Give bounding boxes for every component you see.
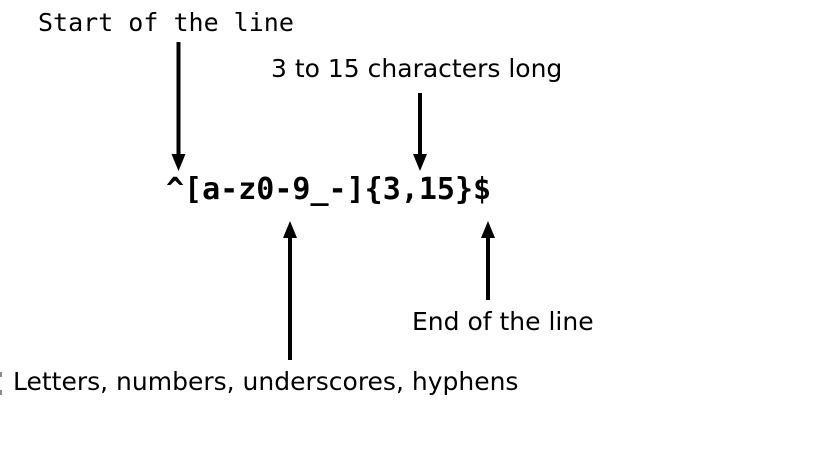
left-edge-clipped-glyph-fragment xyxy=(0,372,2,377)
end-of-line-label: End of the line xyxy=(412,307,594,336)
charset-arrow xyxy=(283,221,297,360)
end-of-line-arrow xyxy=(481,221,495,300)
length-label: 3 to 15 characters long xyxy=(271,54,563,83)
start-of-line-label: Start of the line xyxy=(38,8,294,37)
left-edge-clipped-glyph-fragment xyxy=(0,390,2,395)
start-of-line-arrow xyxy=(171,42,186,171)
charset-label: Letters, numbers, underscores, hyphens xyxy=(13,367,519,396)
length-arrow xyxy=(413,93,427,171)
regex-pattern-text: ^[a-z0-9_-]{3,15}$ xyxy=(166,172,492,207)
